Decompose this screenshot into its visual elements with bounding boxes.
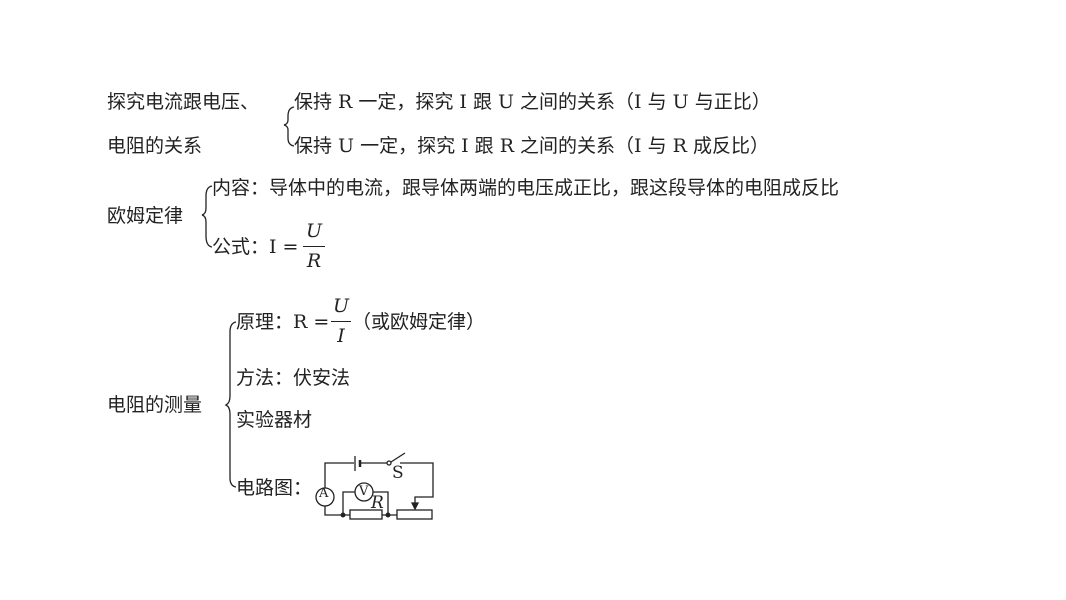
section1-label-line1: 探究电流跟电压、	[107, 91, 260, 113]
section1-item2: 保持 U 一定，探究 I 跟 R 之间的关系（I 与 R 成反比）	[294, 135, 769, 157]
wire-right	[400, 462, 434, 507]
circuit-label: 电路图：	[236, 477, 313, 499]
resistor	[349, 509, 383, 520]
voltmeter-label: V	[359, 484, 369, 499]
brace-3	[224, 321, 237, 488]
brace-2	[201, 185, 213, 248]
section2-content: 内容：导体中的电流，跟导体两端的电压成正比，跟这段导体的电阻成反比	[212, 177, 840, 199]
switch-contact	[386, 460, 392, 466]
switch-blade	[390, 452, 406, 463]
rheostat	[396, 509, 433, 520]
fraction-bar	[331, 321, 351, 323]
wire-voltmeter	[342, 491, 389, 515]
switch-label: S	[392, 463, 404, 483]
formula-numerator: U	[305, 220, 322, 242]
principle-prefix: 原理：R =	[236, 311, 330, 333]
section1-label-line2: 电阻的关系	[107, 135, 203, 157]
principle-denominator: I	[337, 325, 345, 347]
principle-numerator: U	[332, 295, 349, 317]
slider-arrow	[410, 502, 420, 511]
section2-label: 欧姆定律	[107, 205, 184, 227]
junction-left	[340, 512, 346, 518]
equipment: 实验器材	[236, 409, 313, 431]
formula-denominator: R	[306, 250, 322, 272]
section3-label: 电阻的测量	[107, 394, 203, 416]
section1-item1: 保持 R 一定，探究 I 跟 U 之间的关系（I 与 U 与正比）	[294, 91, 771, 113]
junction-right	[385, 512, 391, 518]
wire-top-left	[324, 462, 354, 488]
brace-1	[283, 106, 295, 147]
resistor-label: R	[371, 493, 384, 513]
method: 方法：伏安法	[236, 367, 351, 389]
section2-formula-prefix: 公式：I =	[212, 236, 299, 258]
ammeter-label: A	[319, 486, 329, 501]
fraction-bar	[303, 246, 325, 248]
principle-suffix: （或欧姆定律）	[352, 311, 486, 333]
